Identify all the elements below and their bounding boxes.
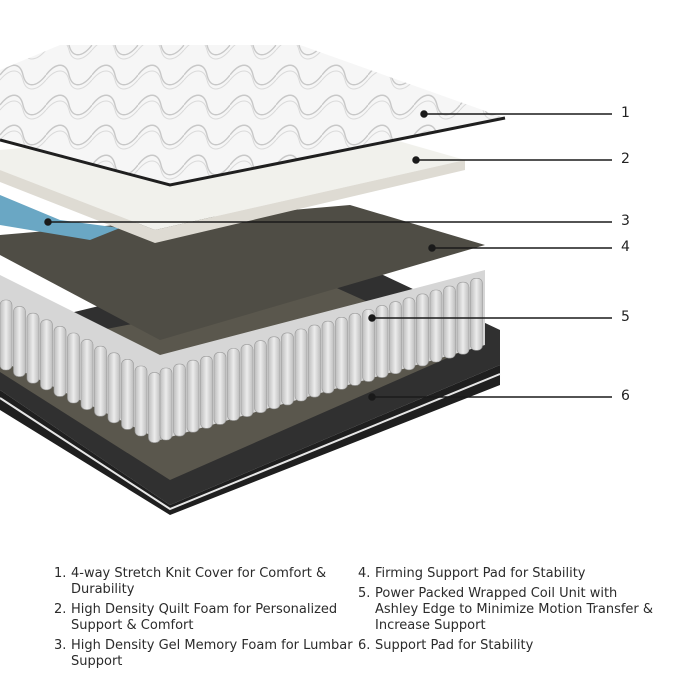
legend-item-6: 6. Support Pad for Stability bbox=[358, 638, 534, 653]
callout-lines bbox=[44, 110, 612, 401]
legend-item-5: 5. Power Packed Wrapped Coil Unit with A… bbox=[358, 586, 654, 633]
callout-3: 3 bbox=[621, 213, 630, 229]
mattress-diagram: 1 2 3 4 5 6 bbox=[0, 45, 630, 515]
legend-item-1: 1. 4-way Stretch Knit Cover for Comfort … bbox=[54, 566, 327, 597]
legend-item-2: 2. High Density Quilt Foam for Personali… bbox=[54, 602, 338, 633]
callout-4: 4 bbox=[621, 239, 630, 255]
callout-5: 5 bbox=[621, 309, 630, 325]
legend-item-4: 4. Firming Support Pad for Stability bbox=[358, 566, 586, 581]
wrapped-coil-unit bbox=[0, 270, 485, 443]
legend-item-3: 3. High Density Gel Memory Foam for Lumb… bbox=[54, 638, 353, 669]
callout-2: 2 bbox=[621, 151, 630, 167]
layer-legend: 1. 4-way Stretch Knit Cover for Comfort … bbox=[0, 560, 700, 700]
callout-1: 1 bbox=[621, 105, 630, 121]
callout-6: 6 bbox=[621, 388, 630, 404]
gel-memory-foam bbox=[0, 195, 120, 240]
legend-column-left: 1. 4-way Stretch Knit Cover for Comfort … bbox=[54, 566, 354, 674]
knit-cover bbox=[0, 45, 506, 187]
firming-support-pad bbox=[0, 205, 485, 340]
mattress-layers-illustration bbox=[0, 45, 612, 515]
legend-column-right: 4. Firming Support Pad for Stability 5. … bbox=[358, 566, 658, 658]
